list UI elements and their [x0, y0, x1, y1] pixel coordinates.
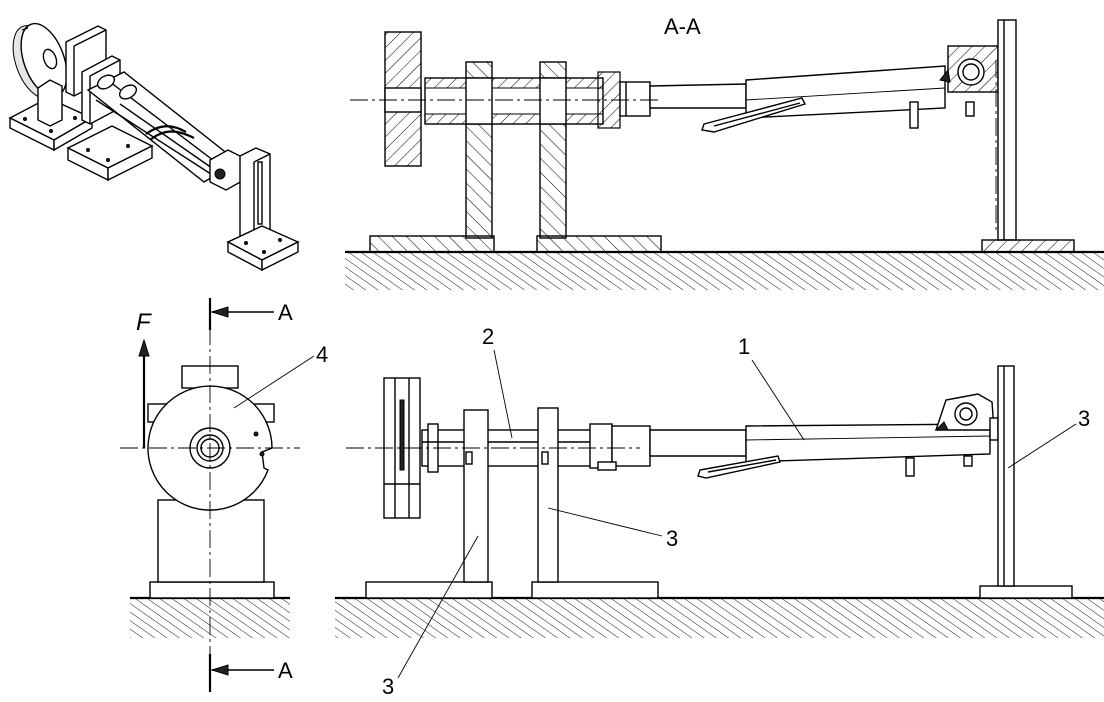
part-label-3-bottom: 3 [382, 674, 394, 699]
section-title: A-A [664, 14, 701, 39]
section-mark-bottom: A [278, 658, 293, 683]
part-label-4: 4 [316, 342, 328, 367]
tall-post-section [997, 19, 1017, 241]
section-a-a-view: A-A [345, 14, 1104, 290]
part-label-1: 1 [738, 334, 750, 359]
end-view: A A F 4 [120, 298, 328, 692]
ground-top [345, 252, 1104, 290]
isometric-view [8, 22, 300, 272]
tall-post-front [997, 365, 1015, 587]
force-label: F [136, 309, 152, 336]
part-label-3-right: 3 [1078, 406, 1090, 431]
part-label-3-middle: 3 [666, 526, 678, 551]
part-label-2: 2 [482, 324, 494, 349]
front-view: 1 2 3 3 3 [335, 324, 1104, 699]
ground-bottom [335, 598, 1104, 638]
section-mark-top: A [278, 300, 293, 325]
